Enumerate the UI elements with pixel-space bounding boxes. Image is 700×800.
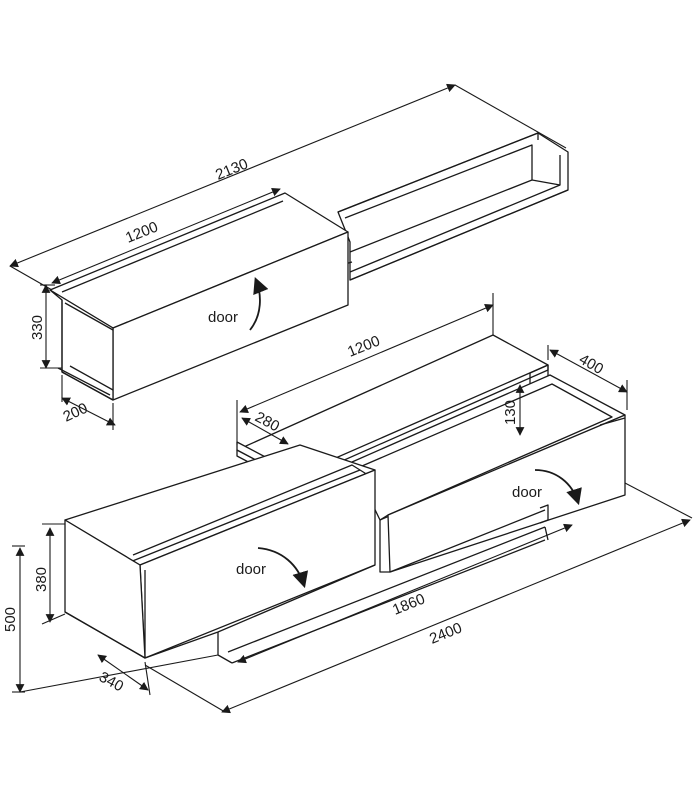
dim-340: 340 bbox=[96, 654, 151, 695]
dim-380-label: 380 bbox=[33, 567, 50, 592]
dim-2130-label: 2130 bbox=[213, 155, 250, 183]
wall-shelf bbox=[337, 132, 569, 281]
door-label-base-right: door bbox=[512, 484, 542, 501]
dim-400-label: 400 bbox=[576, 351, 606, 378]
dim-1200-wall-label: 1200 bbox=[123, 218, 160, 246]
dim-1860-label: 1860 bbox=[390, 590, 427, 618]
dim-200-label: 200 bbox=[61, 400, 91, 426]
wall-cabinet bbox=[49, 192, 349, 401]
dim-2400-label: 2400 bbox=[427, 619, 464, 647]
dim-330-label: 330 bbox=[29, 315, 46, 340]
door-arrow-base-right-icon bbox=[534, 469, 582, 506]
dim-330: 330 bbox=[29, 284, 62, 369]
door-label-wall: door bbox=[208, 309, 238, 326]
dim-130: 130 bbox=[502, 384, 525, 436]
dim-1200-shelf-label: 1200 bbox=[345, 332, 382, 360]
dim-500-label: 500 bbox=[2, 607, 19, 632]
dim-380: 380 bbox=[33, 523, 66, 625]
door-label-base-left: door bbox=[236, 561, 266, 578]
dim-130-label: 130 bbox=[502, 400, 519, 425]
